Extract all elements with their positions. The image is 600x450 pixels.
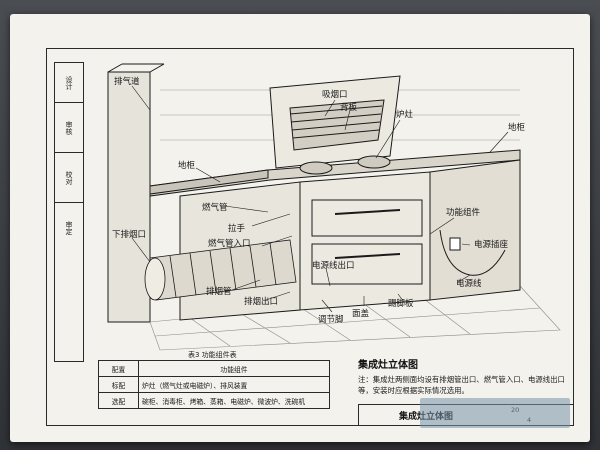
- label-smoke-outlet: 排烟出口: [244, 296, 278, 307]
- table-caption: 表3 功能组件表: [188, 351, 237, 359]
- label-countertop-right: 地柜: [508, 122, 526, 133]
- table-cell-value: 碗柜、消毒柜、烤箱、蒸箱、电磁炉、微波炉、洗碗机: [138, 392, 330, 409]
- label-panel: 面盖: [352, 308, 370, 319]
- label-back-panel: 背板: [340, 102, 358, 113]
- label-kick-board: 踢脚板: [388, 298, 414, 309]
- label-exhaust-pipe: 排烟管: [206, 286, 232, 297]
- label-smoke-inlet: 吸烟口: [322, 90, 348, 100]
- table-row: 选配 碗柜、消毒柜、烤箱、蒸箱、电磁炉、微波炉、洗碗机: [98, 392, 330, 409]
- exhaust-duct-shape: [107, 63, 165, 323]
- table-row: 配置 功能组件: [98, 360, 330, 377]
- label-function-unit: 功能组件: [446, 207, 481, 218]
- label-power-cord: 电源线: [456, 278, 482, 289]
- label-countertop-left: 地柜: [178, 160, 196, 171]
- label-gas-inlet: 燃气管入口: [208, 238, 251, 249]
- label-adjust-foot: 调节脚: [318, 314, 344, 325]
- power-socket-shape: [449, 237, 461, 251]
- drawing-frame: [46, 48, 574, 426]
- hood-shape: [269, 75, 401, 169]
- drawing-note: 注：集成灶两侧面均设有排烟管出口、燃气管入口、电源线出口等，安装时应根据实际情况…: [358, 375, 565, 395]
- function-unit-table: 配置 功能组件 标配 炉灶（燃气灶或电磁炉）、排风装置 选配 碗柜、消毒柜、烤箱…: [98, 360, 330, 409]
- label-gas-pipe: 燃气管: [202, 202, 228, 213]
- table-cell-value: 功能组件: [138, 360, 330, 377]
- strip-cell-approve: 审定: [65, 221, 73, 235]
- drawing-title: 集成灶立体图: [358, 360, 418, 371]
- table-cell-key: 配置: [98, 360, 139, 377]
- watermark-overlay: [420, 398, 570, 428]
- label-power-outlet: 电源线出口: [312, 260, 355, 271]
- label-power-socket: 电源插座: [474, 239, 509, 250]
- table-cell-key: 标配: [98, 376, 139, 393]
- label-lower-exhaust: 下排烟口: [112, 229, 146, 240]
- strip-cell-proofread: 校对: [55, 153, 83, 203]
- burner-shapes: [299, 155, 391, 175]
- strip-cell-design: 设计: [55, 63, 83, 103]
- signature-strip: 设计 审核 校对 审定: [54, 62, 84, 362]
- leader-lines: [131, 85, 509, 313]
- label-handle: 拉手: [228, 223, 246, 234]
- label-burner: 炉灶: [396, 109, 414, 120]
- table-row: 标配 炉灶（燃气灶或电磁炉）、排风装置: [98, 376, 330, 393]
- exhaust-pipe-shape: [144, 239, 297, 301]
- drawers: [311, 199, 423, 285]
- table-cell-value: 炉灶（燃气灶或电磁炉）、排风装置: [138, 376, 330, 393]
- strip-cell-review: 审核: [55, 103, 83, 153]
- table-cell-key: 选配: [98, 392, 139, 409]
- label-exhaust-duct: 排气道: [114, 76, 140, 87]
